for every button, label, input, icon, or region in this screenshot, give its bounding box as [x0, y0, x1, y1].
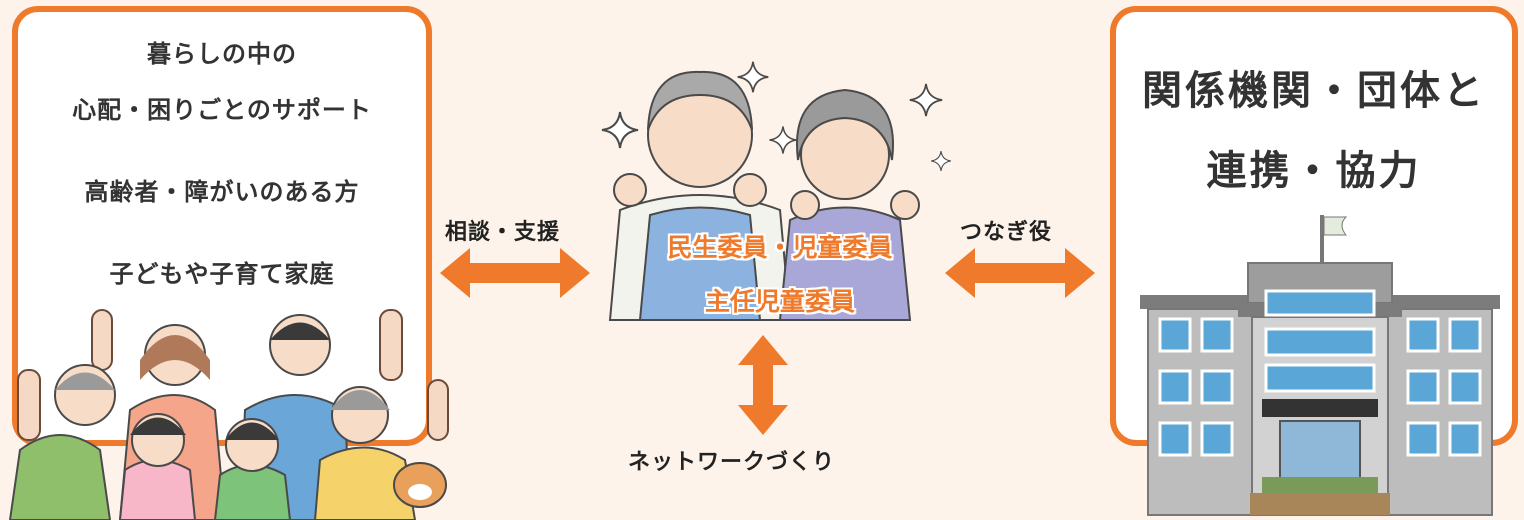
left-line-3: 高齢者・障がいのある方 [84, 178, 360, 206]
left-line-2: 心配・困りごとのサポート [72, 96, 372, 124]
network-building-label: ネットワークづくり [628, 450, 836, 475]
family-group-illustration [8, 309, 449, 520]
consult-support-label: 相談・支援 [445, 220, 561, 245]
consult-double-arrow [440, 248, 590, 298]
sparkle-icon [931, 151, 951, 171]
connect-double-arrow [945, 248, 1095, 298]
sparkle-icon [737, 61, 769, 93]
building-illustration [1140, 215, 1500, 516]
right-line-2: 連携・協力 [1206, 148, 1422, 194]
right-line-1: 関係機関・団体と [1142, 68, 1486, 114]
sparkle-icon [909, 83, 943, 117]
sparkle-icon [601, 111, 639, 149]
volunteer-couple-illustration [608, 70, 920, 321]
network-double-arrow [738, 335, 788, 435]
sparkle-icon [769, 126, 797, 154]
role-title-line-1: 民生委員・児童委員 [667, 233, 893, 262]
role-title-line-2: 主任児童委員 [704, 287, 855, 316]
left-line-1: 暮らしの中の [147, 40, 297, 68]
connector-label: つなぎ役 [960, 220, 1053, 245]
left-line-4: 子どもや子育て家庭 [109, 260, 335, 288]
